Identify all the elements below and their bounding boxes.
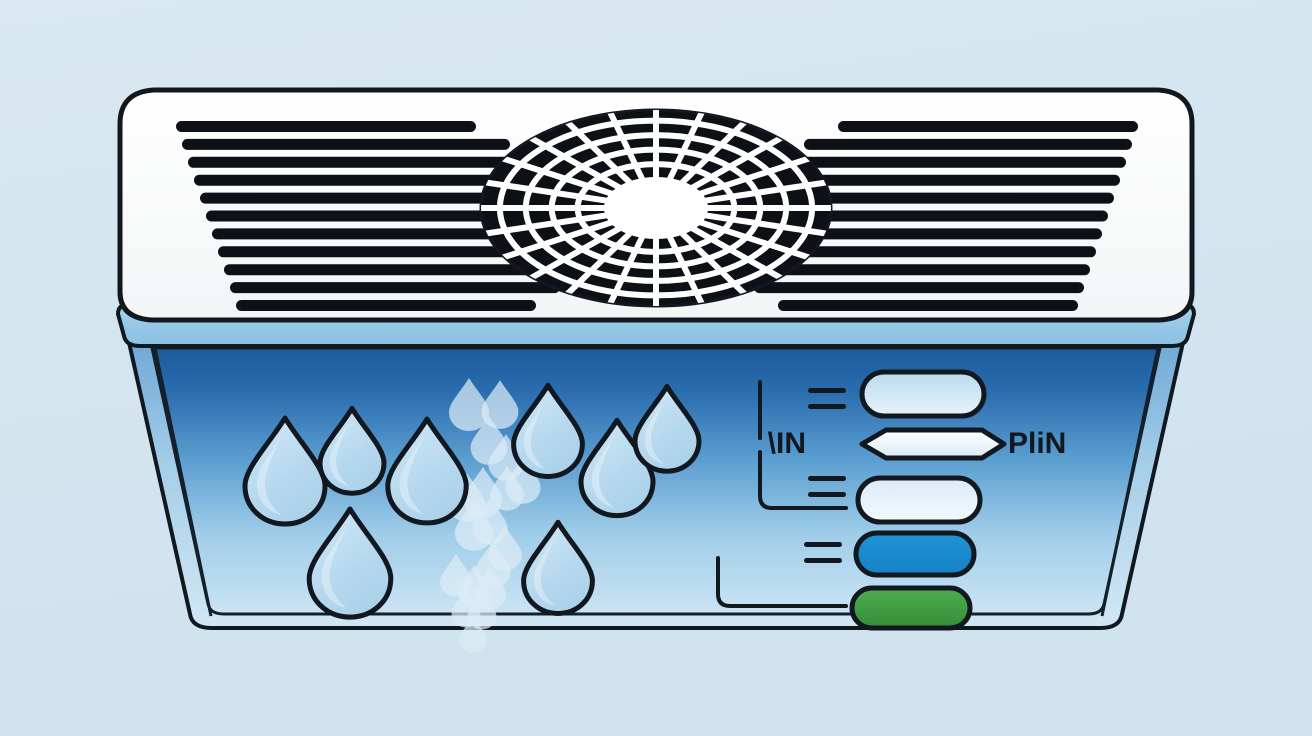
fan-spoke	[699, 211, 831, 238]
equals-marker-3	[804, 542, 842, 563]
grille-slat	[224, 264, 584, 276]
mist-droplet-body	[472, 498, 508, 545]
fan-spoke	[497, 217, 618, 262]
grille-slat	[236, 300, 536, 311]
water-droplet	[632, 383, 702, 474]
water-droplet	[306, 506, 394, 620]
legend-pill-pale-2[interactable]	[855, 475, 983, 525]
fan-spoke	[525, 223, 626, 283]
fan-spoke	[686, 223, 787, 283]
fan-spoke	[686, 133, 787, 193]
fan-hub	[606, 178, 706, 238]
droplet-highlight	[399, 436, 424, 515]
mist-droplet	[505, 457, 541, 504]
grille-slat	[176, 121, 476, 132]
fan-mesh	[481, 110, 831, 306]
callout-line-upper-elbow	[758, 450, 848, 510]
grille-slat	[778, 300, 1078, 311]
grille-slat	[188, 156, 544, 168]
mist-droplet-body	[459, 616, 487, 653]
mist-droplet-body	[449, 378, 489, 431]
callout-line-lower-elbow	[716, 556, 848, 608]
fan-spoke	[665, 110, 706, 185]
mist-droplet-body	[505, 457, 541, 504]
body-right-bevel	[1100, 347, 1160, 617]
arrow-left-label: \IN	[768, 427, 806, 460]
fan-spoke	[497, 154, 618, 199]
legend-pill-blue[interactable]	[853, 530, 977, 578]
water-droplet	[511, 382, 585, 479]
falling-mist-droplets	[440, 378, 541, 653]
fan-spoke	[525, 133, 626, 193]
grille-slat	[736, 174, 1120, 186]
water-droplet	[385, 416, 469, 526]
droplet-highlight	[321, 527, 346, 608]
droplet-highlight	[644, 400, 664, 464]
fan-spoke	[481, 211, 613, 238]
equals-marker-1	[808, 388, 846, 409]
fan-spoke	[665, 231, 706, 306]
grille-slat	[230, 282, 560, 294]
grille-slat	[804, 138, 1132, 150]
grille-slat	[730, 264, 1090, 276]
grille-face-panel	[117, 87, 1195, 323]
mist-droplet	[481, 380, 519, 429]
droplet-highlight	[533, 537, 555, 606]
mist-droplet	[472, 498, 508, 545]
condensation-droplets	[242, 382, 702, 620]
fan-spoke	[606, 231, 647, 306]
mist-droplet-body	[481, 380, 519, 429]
fan-spoke	[676, 227, 750, 299]
droplet-highlight	[523, 400, 545, 469]
fan-spoke	[481, 178, 613, 205]
droplet-highlight	[591, 436, 614, 508]
fan-spoke	[562, 117, 636, 189]
grille-slat	[194, 174, 578, 186]
callout-legend: \IN PliN	[716, 369, 1066, 631]
mist-droplet	[459, 616, 487, 653]
droplet-highlight	[329, 422, 349, 486]
droplet-highlight	[257, 436, 281, 515]
fan-spoke	[562, 227, 636, 299]
water-droplet	[521, 519, 595, 616]
arrow-right-label: PliN	[1008, 427, 1066, 460]
fan-spoke	[606, 110, 647, 185]
fan-spoke	[694, 154, 815, 199]
radial-fan-grille	[479, 108, 833, 308]
fan-spoke	[676, 117, 750, 189]
grille-slat	[754, 282, 1084, 294]
bidirectional-arrow	[859, 427, 1007, 461]
right-grille-slats	[668, 121, 1138, 311]
body-left-bevel	[153, 347, 213, 617]
equals-marker-2	[808, 476, 846, 497]
grille-slat	[182, 138, 510, 150]
legend-pill-pale-1[interactable]	[859, 369, 987, 419]
fan-spoke	[694, 217, 815, 262]
fan-spoke	[699, 178, 831, 205]
legend-pill-green[interactable]	[849, 585, 973, 631]
grille-slat	[770, 156, 1126, 168]
mist-droplet	[449, 378, 489, 431]
grille-slat	[838, 121, 1138, 132]
water-droplet	[317, 405, 387, 496]
